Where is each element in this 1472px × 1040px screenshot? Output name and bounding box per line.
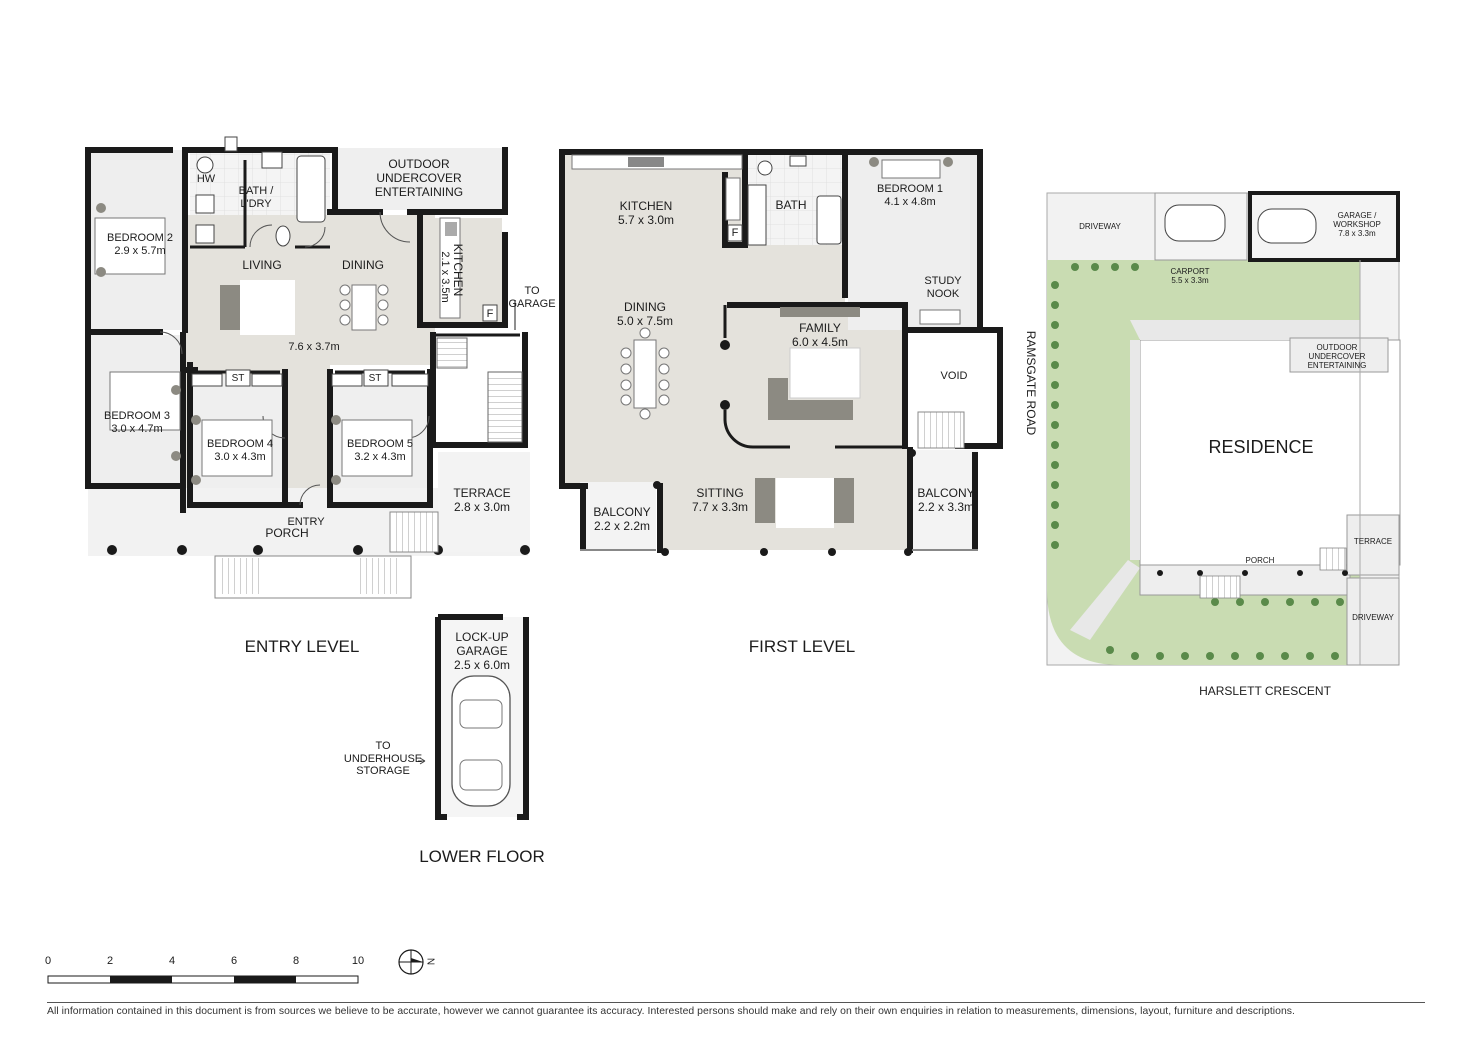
- scale-bar: [47, 975, 359, 984]
- porch-label: PORCH: [265, 526, 309, 540]
- scale-tick-8: 8: [292, 955, 300, 967]
- entry-label: ENTRY: [287, 516, 325, 528]
- kitchen-size-label: 2.1 x 3.5m: [439, 251, 451, 303]
- void-label: VOID: [940, 370, 968, 382]
- storage-label-1: ST: [231, 373, 245, 384]
- scale-tick-0: 0: [44, 955, 52, 967]
- lower-floor-plan: [418, 614, 529, 820]
- scale-tick-6: 6: [230, 955, 238, 967]
- kitchen-label: KITCHEN: [451, 243, 465, 297]
- ramsgate-road-label: RAMSGATE ROAD: [1024, 330, 1038, 436]
- entry-level-plan: [85, 136, 530, 599]
- driveway-top-label: DRIVEWAY: [1079, 222, 1121, 231]
- lower-floor-title: LOWER FLOOR: [419, 847, 545, 866]
- entry-level-title: ENTRY LEVEL: [244, 637, 360, 656]
- driveway-bottom-label: DRIVEWAY: [1352, 613, 1394, 622]
- site-plan: [1046, 191, 1401, 666]
- first-level-plan: [559, 149, 1003, 556]
- north-arrow-icon: [398, 949, 424, 975]
- first-fridge-label: F: [731, 227, 739, 239]
- living-size-label: 7.6 x 3.7m: [288, 341, 340, 353]
- first-bath-label: BATH: [775, 198, 807, 212]
- storage-label-2: ST: [368, 373, 382, 384]
- first-level-title: FIRST LEVEL: [748, 637, 856, 656]
- site-terrace-label: TERRACE: [1353, 537, 1393, 546]
- harslett-crescent-label: HARSLETT CRESCENT: [1199, 684, 1331, 698]
- footer-divider: [47, 1002, 1425, 1003]
- bath-laundry-label: BATH /L'DRY: [238, 185, 274, 210]
- dining-label: DINING: [342, 258, 384, 272]
- residence-label: RESIDENCE: [1208, 437, 1314, 457]
- scale-tick-4: 4: [168, 955, 176, 967]
- kitchen-fridge-label: F: [486, 308, 494, 320]
- disclaimer-text: All information contained in this docume…: [47, 1006, 1295, 1017]
- living-label: LIVING: [242, 258, 282, 272]
- scale-tick-2: 2: [106, 955, 114, 967]
- site-porch-label: PORCH: [1245, 556, 1275, 565]
- north-label: N: [424, 957, 436, 966]
- scale-tick-10: 10: [351, 955, 365, 967]
- hw-label: HW: [196, 173, 216, 185]
